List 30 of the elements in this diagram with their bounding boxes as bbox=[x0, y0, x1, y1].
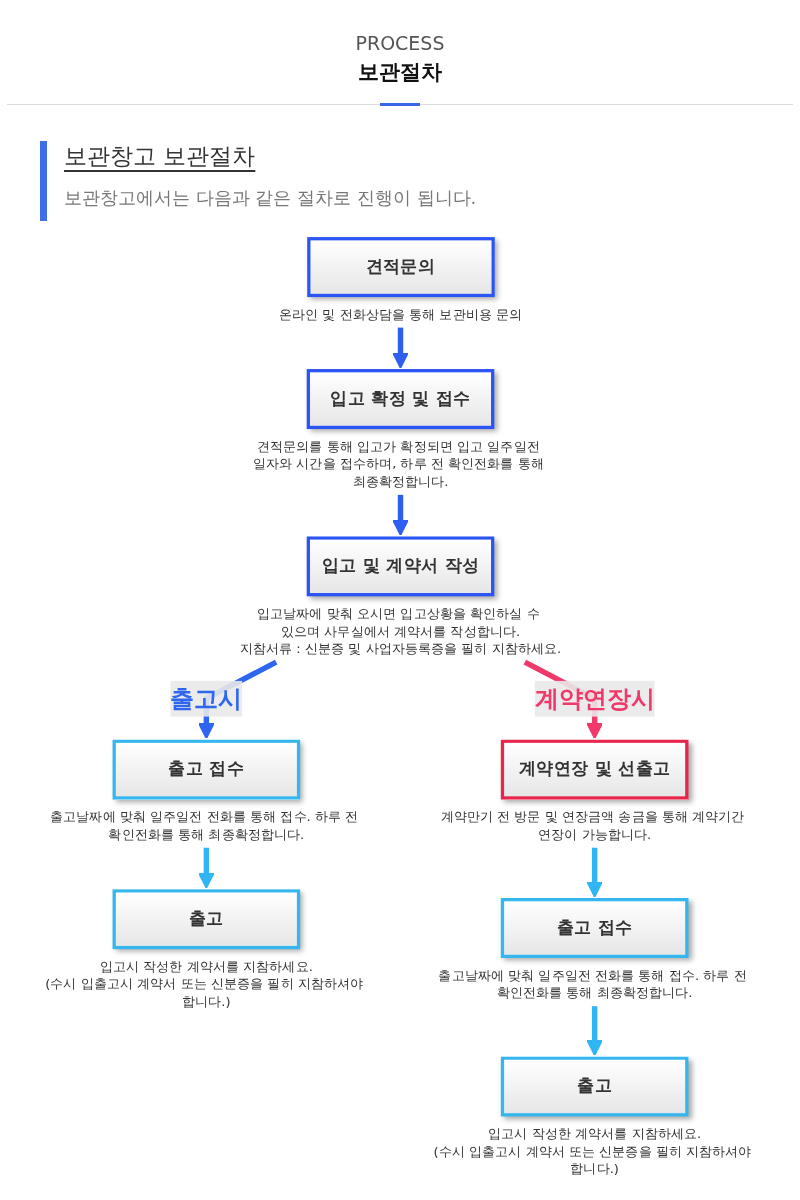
node-box: 출고 bbox=[500, 1056, 688, 1117]
arrow bbox=[391, 494, 409, 536]
node-label: 입고날짜에 맞춰 오시면 입고상황을 확인하실 수 있으며 사무실에서 계약서를 작성합니다. bbox=[256, 605, 540, 639]
arrow bbox=[585, 847, 603, 898]
arrow bbox=[391, 327, 409, 369]
node-label: 입고시 작성한 계약서를 지참하세요. bbox=[99, 958, 313, 975]
node-box: 출고 bbox=[112, 889, 300, 949]
node-label: 입고시 작성한 계약서를 지참하세요. bbox=[487, 1126, 701, 1142]
node-label: 온라인 및 전화상담을 통해 보관비용 문의 bbox=[278, 306, 522, 322]
node-box: 입고 및 계약서 작성 bbox=[306, 536, 494, 597]
node-box: 출고 접수 bbox=[112, 739, 300, 800]
edge-label: 계약연장시 bbox=[534, 685, 655, 713]
node-box: 출고 접수 bbox=[500, 898, 688, 958]
node-label: (수시 입출고시 계약서 또는 신분증을 필히 지참하셔야 합니다.) bbox=[433, 1143, 752, 1177]
node-box: 입고 확정 및 접수 bbox=[306, 369, 494, 429]
node-box: 견적문의 bbox=[306, 237, 494, 297]
node-label: 출고날짜에 맞춰 일주일전 전화를 통해 접수. 하루 전 확인전화를 통해 최종확정합니다. bbox=[437, 967, 747, 1001]
arrow bbox=[197, 847, 215, 889]
section-heading: 보관창고 보관절차 bbox=[64, 142, 256, 171]
section-subtitle: 보관창고에서는 다음과 같은 절차로 진행이 됩니다. bbox=[64, 186, 477, 210]
edge-label: 출고시 bbox=[169, 685, 242, 713]
node-label: 지참서류 : 신분증 및 사업자등록증을 필히 지참하세요. bbox=[239, 641, 561, 657]
kicker-text: PROCESS bbox=[355, 32, 445, 54]
node-label: (수시 입출고시 계약서 또는 신분증을 필히 지참하셔야 합니다.) bbox=[44, 976, 363, 1010]
arrow bbox=[585, 1006, 603, 1057]
node-label: 출고날짜에 맞춰 일주일전 전화를 통해 접수. 하루 전 확인전화를 통해 최종확정합니다. bbox=[49, 809, 358, 843]
page-title: 보관절차 bbox=[358, 59, 442, 86]
node-label: 견적문의를 통해 입고가 확정되면 입고 일주일전 일자와 시간을 접수하며, 하루 전 확인전화를 통해 최종확정합니다. bbox=[252, 438, 544, 490]
node-label: 계약만기 전 방문 및 연장금액 송금을 통해 계약기간 연장이 가능합니다. bbox=[440, 809, 745, 843]
node-box: 계약연장 및 선출고 bbox=[500, 739, 688, 800]
